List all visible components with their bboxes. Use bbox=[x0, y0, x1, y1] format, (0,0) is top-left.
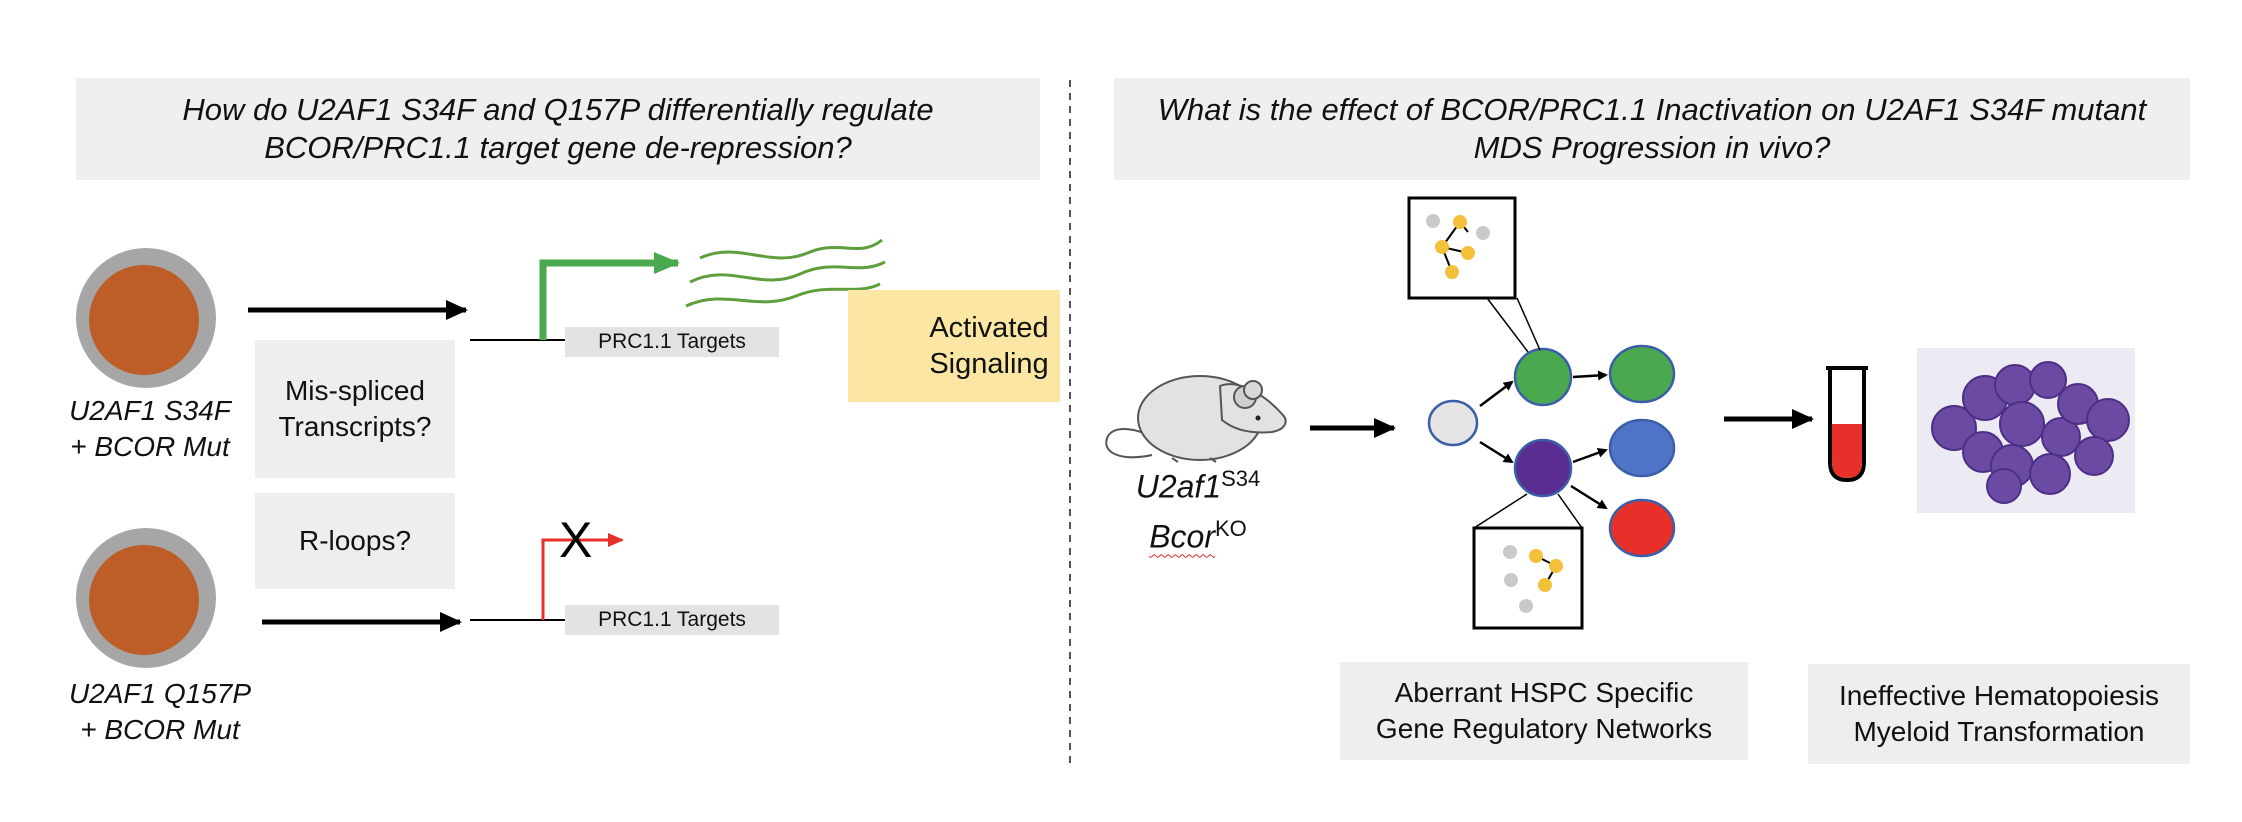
mouse-icon bbox=[1105, 375, 1287, 463]
prc11-targets-top: PRC1.1 Targets bbox=[565, 327, 779, 357]
blood-tube-icon bbox=[1826, 366, 1868, 483]
rloop-box: R-loops? bbox=[255, 493, 455, 589]
mouse-genotype-label: U2af1S34 BcorKO bbox=[1118, 458, 1278, 557]
network-inset-bottom bbox=[1472, 526, 1584, 630]
mouse-gene1: U2af1 bbox=[1135, 468, 1222, 505]
blood-smear-image bbox=[1917, 348, 2135, 513]
cell-u2af1-s34f bbox=[76, 248, 216, 388]
mouse-genotype-line2: BcorKO bbox=[1118, 508, 1278, 558]
left-question-text: How do U2AF1 S34F and Q157P differential… bbox=[182, 92, 934, 165]
mouse-gene2-sup: KO bbox=[1215, 515, 1247, 541]
network-caption-text: Aberrant HSPC Specific Gene Regulatory N… bbox=[1375, 677, 1713, 744]
right-question-text: What is the effect of BCOR/PRC1.1 Inacti… bbox=[1157, 92, 2147, 165]
activated-signaling-text: Activated Signaling bbox=[929, 312, 1049, 380]
mouse-genotype-line1: U2af1S34 bbox=[1118, 458, 1278, 508]
arrow-hspc-to-purple bbox=[1479, 440, 1514, 464]
green-mature-node bbox=[1608, 344, 1676, 404]
cell-u2af1-q157p bbox=[76, 528, 216, 668]
left-question-box: How do U2AF1 S34F and Q157P differential… bbox=[76, 78, 1040, 180]
purple-progenitor-node bbox=[1513, 438, 1573, 498]
transcripts-icon bbox=[685, 238, 886, 308]
green-progenitor-node bbox=[1513, 347, 1573, 407]
outcome-caption-text: Ineffective Hematopoiesis Myeloid Transf… bbox=[1838, 680, 2160, 747]
arrow-purple-to-red bbox=[1570, 484, 1608, 510]
activated-signaling-box: Activated Signaling bbox=[848, 290, 1060, 402]
prc11-targets-top-text: PRC1.1 Targets bbox=[598, 330, 746, 353]
outcome-caption-box: Ineffective Hematopoiesis Myeloid Transf… bbox=[1808, 664, 2190, 764]
prc11-targets-bottom: PRC1.1 Targets bbox=[565, 605, 779, 635]
missplice-text: Mis-spliced Transcripts? bbox=[278, 375, 432, 442]
blue-mature-node bbox=[1608, 418, 1676, 478]
prc11-targets-bottom-text: PRC1.1 Targets bbox=[598, 608, 746, 631]
arrow-purple-to-blue bbox=[1572, 448, 1608, 464]
red-transcription-arrow bbox=[541, 533, 624, 620]
hspc-node bbox=[1427, 399, 1479, 447]
mouse-gene2: Bcor bbox=[1149, 518, 1215, 555]
right-question-box: What is the effect of BCOR/PRC1.1 Inacti… bbox=[1114, 78, 2190, 180]
arrow-hspc-to-green bbox=[1479, 380, 1514, 407]
network-caption-box: Aberrant HSPC Specific Gene Regulatory N… bbox=[1340, 662, 1748, 760]
arrow-green-to-green bbox=[1572, 370, 1608, 381]
inset-bottom-connector-left bbox=[1473, 493, 1528, 529]
mouse-gene1-sup: S34 bbox=[1221, 466, 1261, 491]
inset-bottom-connector-right bbox=[1557, 493, 1583, 529]
missplice-box: Mis-spliced Transcripts? bbox=[255, 340, 455, 478]
top-cell-label: U2AF1 S34F + BCOR Mut bbox=[69, 395, 231, 462]
blocked-x-mark: X bbox=[559, 512, 593, 568]
rloop-text: R-loops? bbox=[298, 525, 412, 556]
green-transcription-arrow bbox=[539, 252, 680, 340]
red-mature-node bbox=[1608, 498, 1676, 558]
network-inset-top bbox=[1407, 196, 1529, 353]
bottom-cell-label: U2AF1 Q157P + BCOR Mut bbox=[68, 678, 252, 745]
inset-top-connector bbox=[1516, 297, 1541, 351]
